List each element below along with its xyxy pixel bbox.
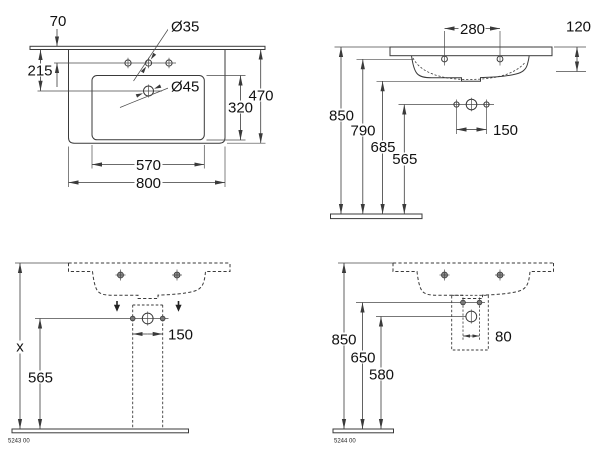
bowl-hidden-line (412, 57, 526, 80)
basin-underside-profile (411, 55, 530, 82)
dim-drain-diameter: Ø45 (171, 79, 199, 96)
front-view: 280 120 150 850 790 (328, 19, 591, 220)
dim-connection-spacing-semi: 80 (495, 328, 512, 345)
tap-connection-group (35, 311, 169, 326)
dim-connection-spacing-pedestal: 150 (168, 326, 193, 343)
dim-basin-inner-depth: 320 (228, 99, 253, 116)
fixing-arrow-icon-left (113, 301, 121, 312)
dim-drain-height: 580 (369, 366, 394, 383)
pedestal-view: 5243 00 x 565 150 (8, 262, 231, 445)
dim-variable-height: x (16, 339, 24, 356)
dim-mounting-hole-spacing: 280 (460, 21, 485, 38)
floor-hatch-bar (330, 213, 423, 220)
dim-wall-to-drain: 215 (27, 63, 52, 80)
dim-wall-to-tap-holes: 70 (50, 13, 67, 30)
plan-dimensions: 70 215 320 470 570 (26, 13, 275, 192)
variant-code-semi-pedestal: 5244 00 (334, 439, 356, 445)
basin-rim-profile (389, 46, 553, 57)
tap-connection-group (398, 97, 494, 112)
drain-diameter-callout: Ø45 (119, 79, 200, 108)
tap-holes (54, 57, 176, 69)
dim-connections-height-pedestal: 565 (28, 369, 53, 386)
dim-underside-height: 685 (370, 139, 395, 156)
basin-hidden-outline (68, 262, 231, 299)
front-dimensions: 280 120 150 850 790 (328, 19, 591, 214)
pedestal-hidden-outline (132, 304, 164, 429)
wall-hatch-bar (29, 45, 266, 50)
dim-mounting-holes-height: 790 (350, 122, 375, 139)
semi-pedestal-view: 5244 00 850 650 580 80 (331, 262, 554, 445)
siphon-cover-hidden-outline (451, 294, 489, 351)
drain-hole (37, 84, 162, 98)
dim-overall-width: 800 (136, 175, 161, 192)
semi-pedestal-dimensions: 850 650 580 80 (331, 263, 512, 429)
tap-connection-group (356, 299, 485, 324)
fixing-arrow-icon-right (175, 301, 182, 312)
wall-mount-holes (439, 269, 505, 281)
dim-overall-depth: 470 (248, 87, 273, 104)
dim-rim-height-semi: 850 (331, 331, 356, 348)
dim-connection-spacing-front: 150 (493, 122, 518, 139)
floor-line (332, 428, 394, 434)
pedestal-dimensions: x 565 150 (13, 263, 193, 429)
dim-tap-hole-diameter: Ø35 (171, 19, 199, 36)
dim-basin-inner-width: 570 (136, 157, 161, 174)
basin-hidden-outline (392, 262, 554, 299)
tap-hole-diameter-callout: Ø35 (133, 19, 200, 82)
dim-tap-connection-height: 650 (350, 349, 375, 366)
dim-connections-height: 565 (392, 151, 417, 168)
floor-line (11, 428, 189, 434)
basin-inner-bowl-outline (91, 75, 205, 141)
wall-mount-holes (115, 269, 182, 281)
dim-rim-height: 850 (329, 107, 354, 124)
plan-view: Ø35 Ø45 70 215 320 (26, 13, 275, 192)
variant-code-pedestal: 5243 00 (8, 439, 30, 445)
dim-rim-thickness: 120 (566, 19, 591, 36)
